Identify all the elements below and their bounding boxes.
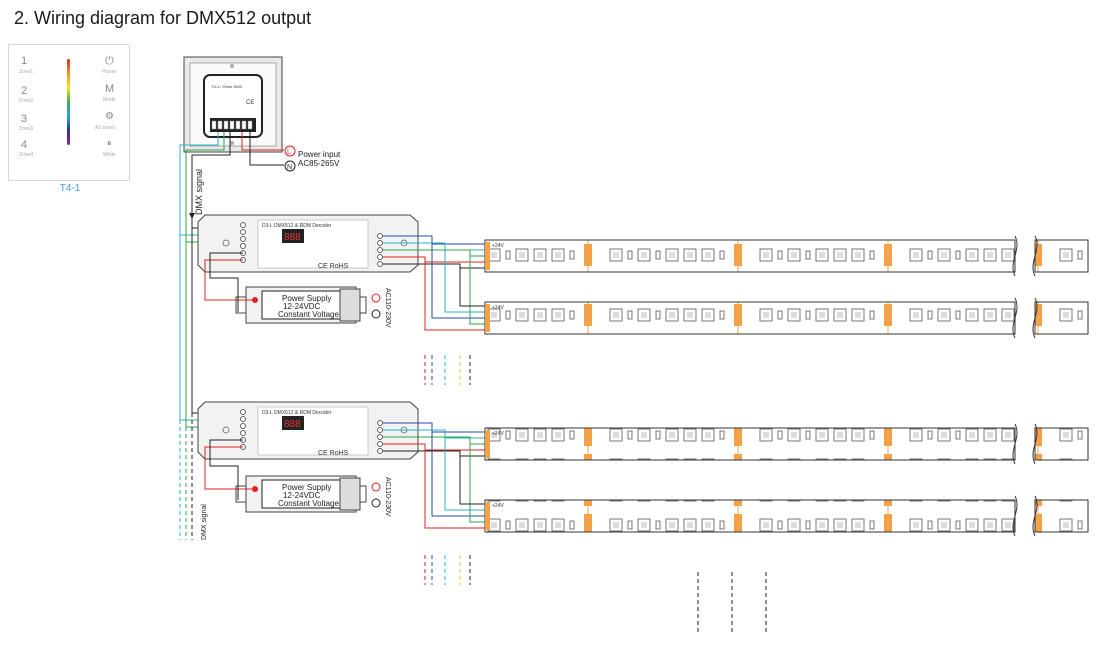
zone-2-sub: Zone2: [19, 98, 34, 104]
mode-button-sub: Mode: [103, 97, 116, 103]
live-terminal: [284, 145, 296, 157]
ps-to-decoder-wires: [204, 252, 252, 500]
all-zones-button-sub: All zones: [95, 125, 116, 131]
color-wheel-slider[interactable]: [67, 59, 70, 145]
decoder-2-title: D3-L DMX512 & RDM Decoder: [262, 410, 332, 416]
ps2-line2: 12-24VDC: [283, 491, 321, 500]
neutral-letter: N: [287, 164, 292, 171]
dmx-signal-label-bottom: DMX signal: [201, 504, 208, 540]
zone-1-sub: Zone1: [19, 69, 34, 75]
ps2-line1: Power Supply: [282, 483, 331, 492]
zone-4-label[interactable]: 4: [21, 139, 28, 151]
led-strip-4: +24V: [484, 495, 1089, 537]
remote-panel: 1 2 3 4 Zone1 Zone2 Zone3 Zone4 ⏻ M ⚙ ⏸ …: [8, 44, 130, 181]
led-strip-2: +24V: [484, 297, 1089, 339]
continuation-dashes: [424, 355, 767, 635]
white-button[interactable]: ⏸: [107, 138, 112, 148]
zone-1-label[interactable]: 1: [21, 55, 28, 67]
page-title: 2. Wiring diagram for DMX512 output: [14, 8, 312, 28]
power-supply-2: Power Supply 12-24VDC Constant Voltage A…: [235, 475, 391, 517]
led-strip-1: +24V: [484, 235, 1089, 277]
led-strip-3: +24V: [484, 423, 1089, 465]
decoder-2: 888 D3-L DMX512 & RDM Decoder CE RoHS: [197, 401, 419, 460]
decoder-2-display: 888: [284, 419, 301, 430]
zone-4-sub: Zone4: [19, 152, 34, 158]
decoder-1-title: D3-L DMX512 & RDM Decoder: [262, 223, 332, 229]
power-supply-1: Power Supply 12-24VDC Constant Voltage A…: [235, 286, 391, 328]
all-zones-button[interactable]: ⚙: [105, 111, 114, 122]
strip-4-plus: +24V: [492, 503, 504, 509]
decoder-1-output-wires: [383, 235, 485, 331]
neutral-terminal: [284, 160, 296, 172]
ps1-line1: Power Supply: [282, 294, 331, 303]
decoder-1: 888 D3-L DMX512 & RDM Decoder CE RoHS: [197, 214, 419, 273]
power-input-voltage: AC85-265V: [298, 159, 340, 168]
decoder-1-marking: CE RoHS: [318, 263, 349, 270]
zone-3-sub: Zone3: [19, 126, 34, 132]
ps1-ac-label: AC110-230V: [384, 288, 391, 328]
zone-2-label[interactable]: 2: [21, 85, 28, 97]
wall-panel-name: T4-1 / Ohne DMX: [211, 84, 243, 89]
remote-panel-label: T4-1: [59, 183, 81, 194]
white-button-sub: White: [103, 152, 116, 158]
strip-2-plus: +24V: [492, 305, 504, 311]
power-button[interactable]: ⏻: [105, 55, 114, 67]
power-button-sub: Power: [102, 69, 117, 75]
svg-text:CE: CE: [246, 100, 254, 106]
ps2-ac-label: AC110-230V: [384, 477, 391, 517]
ps2-line3: Constant Voltage: [278, 499, 339, 508]
zone-3-label[interactable]: 3: [21, 113, 28, 125]
decoder-2-output-wires: [383, 422, 485, 529]
mode-button[interactable]: M: [105, 83, 115, 95]
strip-1-plus: +24V: [492, 243, 504, 249]
live-letter: L: [287, 149, 291, 156]
decoder-1-display: 888: [284, 232, 301, 243]
power-input-label: Power input: [298, 150, 341, 159]
strip-3-plus: +24V: [492, 431, 504, 437]
ps1-line2: 12-24VDC: [283, 302, 321, 311]
wall-panel: T4-1 / Ohne DMX CE: [183, 56, 283, 153]
dmx-signal-label: DMX signal: [194, 169, 204, 215]
power-input-wires: [241, 132, 284, 166]
decoder-2-marking: CE RoHS: [318, 450, 349, 457]
ps1-line3: Constant Voltage: [278, 310, 339, 319]
